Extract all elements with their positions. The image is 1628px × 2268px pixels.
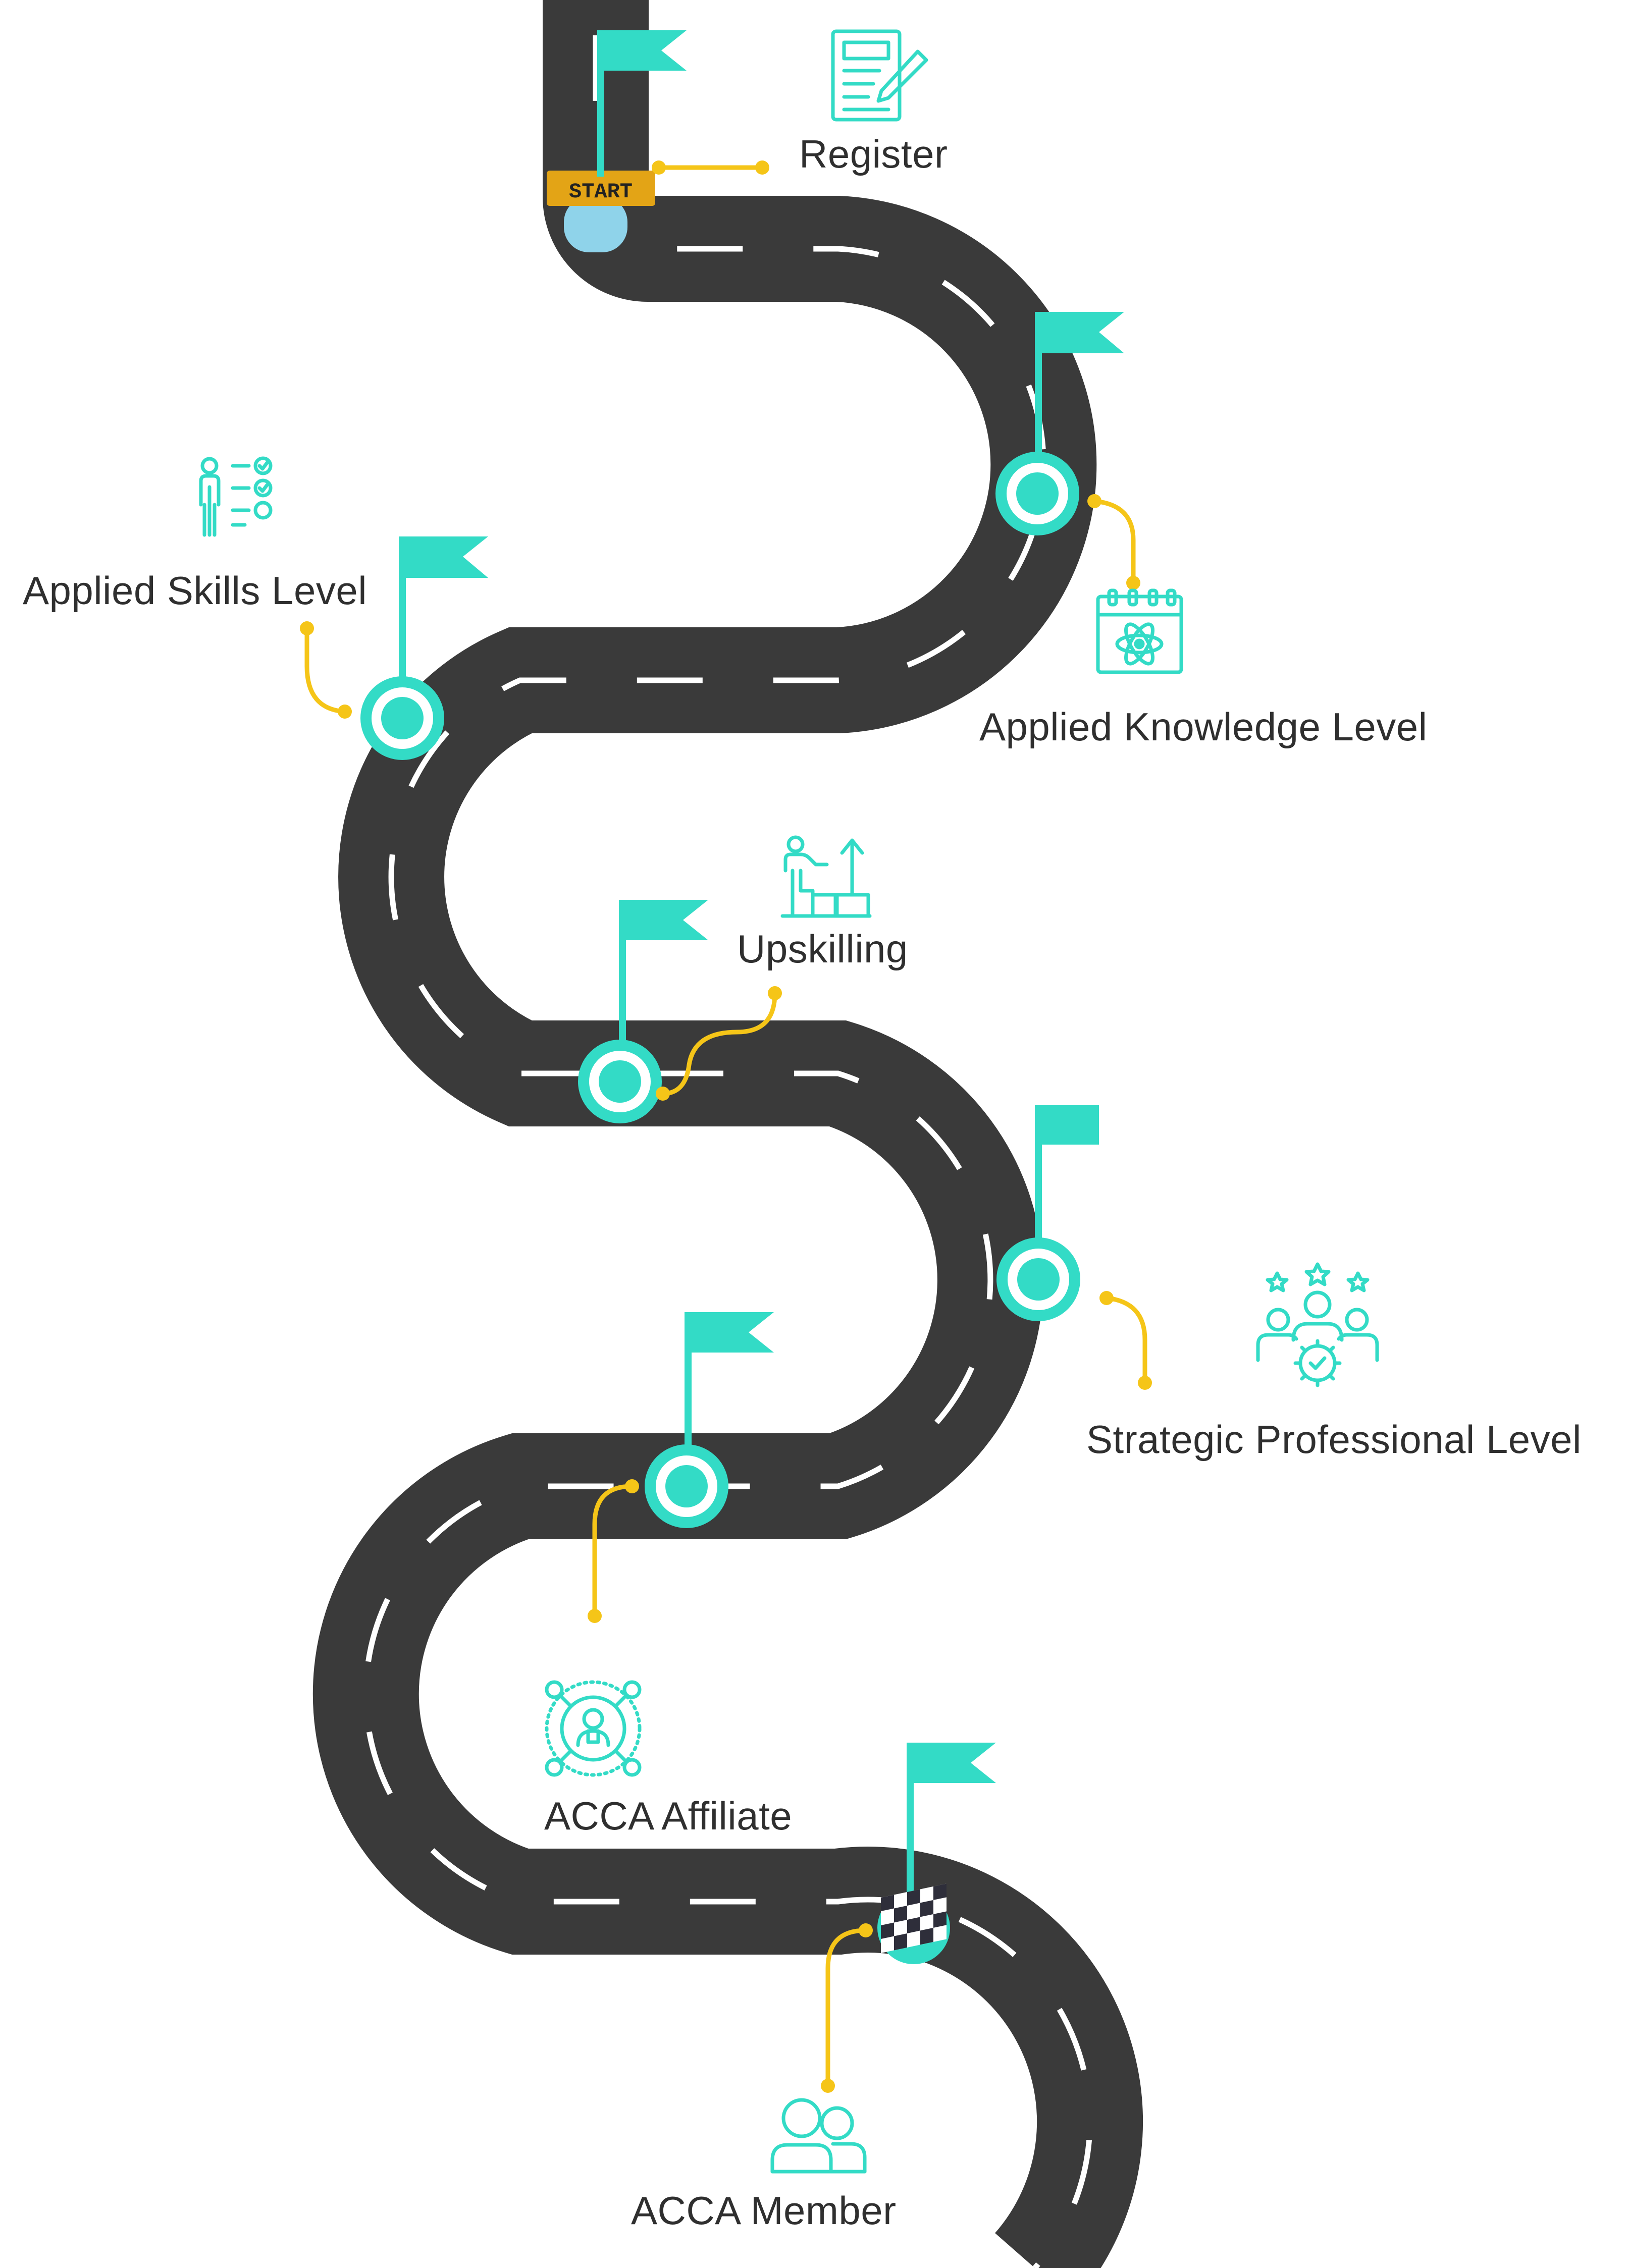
- milestone-applied-knowledge: [995, 312, 1124, 535]
- connector-applied-skills: [300, 621, 352, 719]
- connectors: [300, 160, 1152, 2093]
- milestone-dot: [381, 697, 424, 739]
- step-label-register: Register: [799, 132, 948, 176]
- milestone-dot: [1017, 1258, 1060, 1301]
- milestone-acca-affiliate: [645, 1312, 774, 1528]
- step-label-strategic-professional: Strategic Professional Level: [1086, 1417, 1582, 1462]
- connector-register: [652, 160, 769, 175]
- step-label-acca-member: ACCA Member: [631, 2188, 897, 2233]
- road: [312, 0, 1143, 2268]
- flag-cloth: [1038, 312, 1124, 353]
- flag-cloth: [402, 536, 488, 578]
- network-person-icon: [545, 1680, 642, 1777]
- milestone-dot: [665, 1465, 708, 1507]
- step-label-acca-affiliate: ACCA Affiliate: [544, 1794, 793, 1838]
- flag-register: [597, 30, 687, 177]
- connector-acca-affiliate: [588, 1479, 639, 1623]
- flag-cloth: [910, 1743, 996, 1783]
- flag-cloth: [688, 1312, 774, 1353]
- connector-acca-member: [821, 1923, 873, 2093]
- milestone-upskilling: [578, 900, 708, 1123]
- connector-upskilling: [656, 986, 782, 1101]
- flag-pole: [1035, 312, 1042, 489]
- milestone-dot: [1016, 472, 1059, 515]
- flag-cloth: [1038, 1105, 1099, 1145]
- start-sign: START: [569, 180, 633, 204]
- milestone-applied-skills: [360, 536, 488, 760]
- connector-applied-knowledge: [1087, 494, 1140, 590]
- start-cup: [564, 197, 627, 252]
- checkered-flag-icon: [881, 1883, 947, 1953]
- flag-pole: [399, 536, 406, 718]
- flag-pole: [1035, 1105, 1042, 1279]
- start-banner: [547, 171, 655, 206]
- two-people-icon: [770, 2098, 867, 2174]
- team-stars-gear-icon: [1256, 1262, 1379, 1387]
- flag-pole: [685, 1312, 692, 1484]
- calendar-atom-icon: [1096, 588, 1183, 674]
- milestone-strategic-professional: [996, 1105, 1099, 1321]
- milestone-dot: [599, 1060, 641, 1103]
- icons: [199, 29, 1379, 2174]
- flag-cloth: [601, 30, 687, 71]
- step-label-applied-knowledge: Applied Knowledge Level: [979, 705, 1428, 749]
- step-label-applied-skills: Applied Skills Level: [23, 568, 367, 613]
- person-stairs-arrow-icon: [780, 835, 872, 918]
- connector-strategic-professional: [1099, 1291, 1152, 1390]
- step-label-upskilling: Upskilling: [737, 927, 908, 971]
- flag-pole: [907, 1743, 914, 1939]
- form-pencil-icon: [831, 29, 928, 122]
- person-checklist-icon: [199, 456, 273, 537]
- flag-cloth: [622, 900, 708, 940]
- flag-pole: [619, 900, 626, 1082]
- milestone-acca-member-finish: [877, 1743, 996, 1964]
- start-marker: START: [547, 171, 655, 252]
- road-lane-marking: [363, 35, 1093, 2268]
